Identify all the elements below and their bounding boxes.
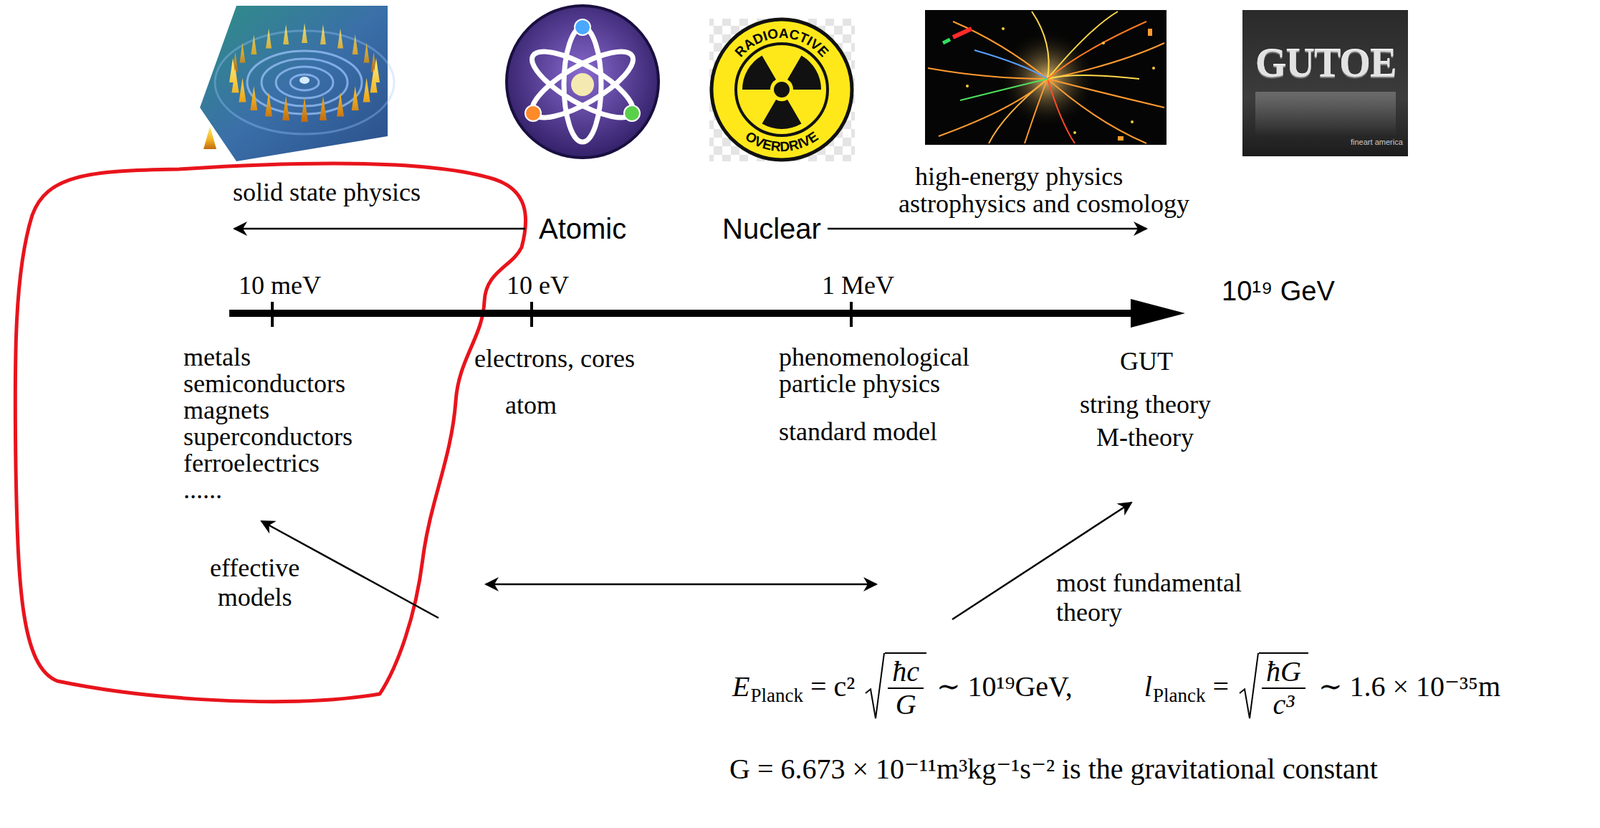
trefoil (742, 55, 822, 129)
double-arrow (485, 583, 877, 586)
stm-center (299, 76, 310, 84)
logo-text: RADIOACTIVE (731, 25, 832, 61)
scale-label: 10 eV (506, 270, 569, 301)
axis-tick (849, 301, 853, 327)
atom-disc (506, 5, 659, 158)
formula-term: = (1212, 669, 1229, 703)
topic-label: string theory (1079, 389, 1211, 420)
energy-axis (229, 309, 1140, 317)
formula-subscript: Planck (1152, 684, 1206, 706)
topic-label: electrons, cores (474, 343, 635, 374)
atom-orbits (523, 27, 643, 142)
axis-tick (530, 301, 534, 327)
logo-inner-disc (735, 43, 828, 136)
high-energy-arrow (827, 227, 1147, 231)
scale-label: 10 meV (238, 270, 322, 301)
field-label: astrophysics and cosmology (898, 189, 1190, 219)
quantum-corral-image (199, 5, 395, 162)
scale-label: 10¹⁹ GeV (1221, 274, 1335, 308)
fraction: ħG c³ (1258, 652, 1309, 721)
fraction-numerator: ħc (887, 655, 924, 689)
solid-state-arrow (234, 227, 526, 231)
formula-symbol: E (732, 669, 750, 703)
formula-term: ∼ 10¹⁹GeV, (936, 669, 1073, 703)
energy-axis-head (1130, 298, 1186, 328)
radioactive-logo: RADIOACTIVE OVERDRIVE (709, 18, 855, 162)
topic-label: M-theory (1096, 422, 1194, 453)
gut-toe-background (1242, 10, 1408, 157)
gut-toe-image (1242, 10, 1408, 157)
detector-hit (942, 39, 951, 43)
particle-tracks (927, 11, 1165, 144)
field-label: Atomic (538, 212, 627, 246)
watermark: fineart america (1350, 137, 1403, 147)
electron (624, 105, 640, 122)
stm-ripples (214, 30, 395, 134)
event-background (925, 10, 1167, 145)
fraction-denominator: G (891, 688, 921, 721)
fraction-numerator: ħG (1261, 655, 1306, 689)
image-title: GUTOE (1255, 40, 1396, 86)
electron (574, 19, 591, 36)
stm-surface (199, 5, 388, 162)
constant-note: G = 6.673 × 10⁻¹¹m³kg⁻¹s⁻² is the gravit… (729, 752, 1378, 786)
highlight-loop (15, 163, 526, 702)
atom-nucleus (571, 73, 594, 97)
field-label: Nuclear (722, 212, 822, 246)
planck-formulas: E Planck = c² ħc G ∼ 10¹⁹GeV, l Planck =… (732, 652, 1508, 721)
arrow-label: effective models (209, 553, 300, 612)
stm-stray-atom (203, 126, 217, 150)
topic-label: standard model (778, 417, 938, 447)
topic-label: GUT (1119, 346, 1173, 377)
stm-spikes-back (232, 22, 377, 73)
detector-hit (952, 28, 972, 38)
formula-term: = c² (810, 669, 855, 703)
formula-symbol: l (1144, 669, 1153, 703)
topic-list: metals semiconductors magnets supercondu… (183, 343, 353, 504)
logo-text: OVERDRIVE (742, 128, 821, 155)
square-root: ħG c³ (1238, 652, 1309, 721)
field-label: solid state physics (232, 177, 421, 208)
electron (525, 105, 541, 122)
radical-sign (864, 652, 885, 721)
logo-outer-ring (711, 19, 852, 160)
gut-toe-reflection (1255, 91, 1396, 137)
axis-tick (270, 301, 274, 327)
fraction: ħc G (884, 652, 927, 721)
logo-text: RADIOACTIVE (731, 25, 832, 61)
field-label: high-energy physics (915, 161, 1123, 192)
logo-text: OVERDRIVE (742, 128, 821, 155)
square-root: ħc G (864, 652, 927, 721)
atom-logo (506, 5, 659, 158)
topic-label: atom (505, 390, 557, 420)
collision-event-image (925, 10, 1167, 145)
formula-subscript: Planck (750, 684, 804, 706)
arrow-label: most fundamental theory (1056, 568, 1244, 627)
trefoil-center (773, 81, 790, 98)
stm-spikes-front (229, 58, 380, 122)
constant-note-line: G = 6.673 × 10⁻¹¹m³kg⁻¹s⁻² is the gravit… (729, 752, 1378, 786)
scale-label: 1 MeV (821, 270, 895, 301)
transparency-checker (709, 18, 855, 162)
detector-dots (965, 27, 1156, 141)
formula-term: ∼ 1.6 × 10⁻³⁵m (1318, 669, 1501, 703)
radical-sign (1238, 652, 1259, 721)
topic-label: phenomenological particle physics (778, 343, 971, 397)
fraction-denominator: c³ (1268, 688, 1300, 721)
